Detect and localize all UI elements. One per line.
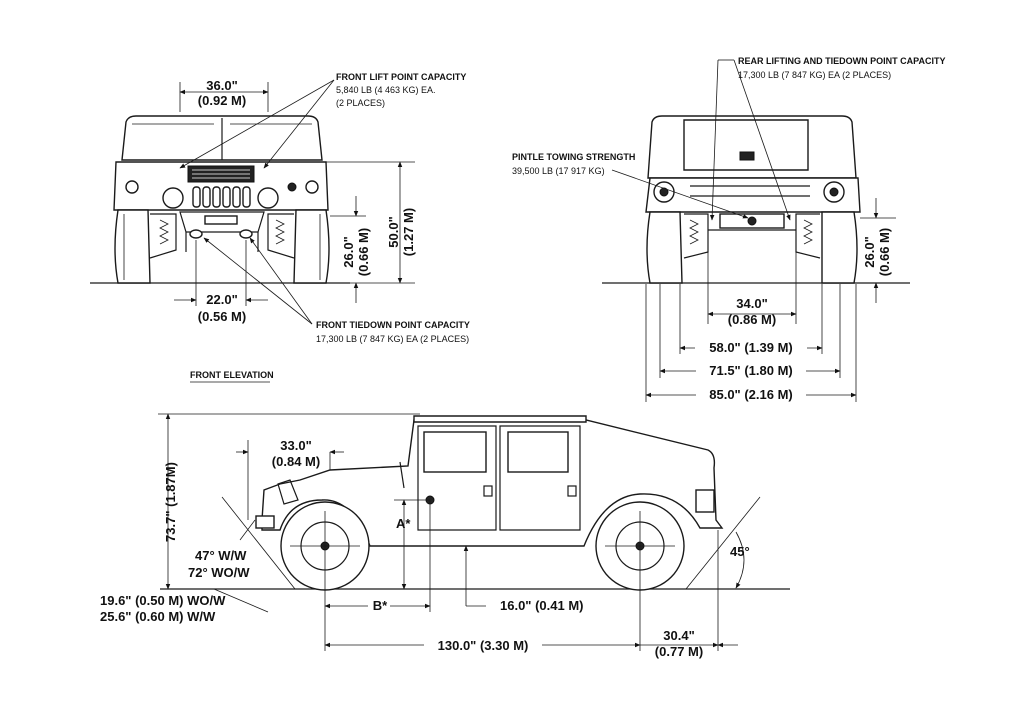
approach-angle-wow: 72° WO/W (188, 565, 250, 580)
front-lift-note-line2: 5,840 LB (4 463 KG) EA. (336, 85, 436, 95)
front-elevation-label: FRONT ELEVATION (190, 370, 274, 380)
bumper-height-wow: 19.6" (0.50 M) WO/W (100, 593, 226, 608)
side-overall-height: 73.7" (1.87M) (163, 462, 178, 542)
front-headlight-right (257, 187, 279, 209)
front-tiedown-note-line1: FRONT TIEDOWN POINT CAPACITY (316, 320, 470, 330)
front-tiedown-spacing-in: 22.0" (206, 292, 237, 307)
side-front-window (423, 431, 487, 473)
rear-clearance-m: (0.66 M) (877, 228, 892, 276)
front-wheel-right (293, 209, 330, 284)
front-suspension-springs (159, 219, 285, 245)
side-front-bumper (255, 515, 275, 529)
rear-track-71: 71.5" (1.80 M) (709, 363, 792, 378)
front-width-top-m: (0.92 M) (198, 93, 246, 108)
departure-angle: 45° (730, 544, 750, 559)
rear-overall-width-85: 85.0" (2.16 M) (709, 387, 792, 402)
front-view: 36.0" (0.92 M) FRONT LIFT POINT CAPACITY… (90, 72, 470, 383)
bumper-height-ww: 25.6" (0.60 M) W/W (100, 609, 216, 624)
side-hood-m: (0.84 M) (272, 454, 320, 469)
front-width-top-in: 36.0" (206, 78, 237, 93)
side-hood-in: 33.0" (280, 438, 311, 453)
front-grille-slots (192, 186, 251, 208)
side-front-door (417, 425, 497, 531)
rear-axle-width-in: 34.0" (736, 296, 767, 311)
rear-axle-width-m: (0.86 M) (728, 312, 776, 327)
rear-wheel-left (646, 211, 683, 284)
front-wheel-left (114, 209, 151, 284)
rear-overhang-in: 30.4" (663, 628, 694, 643)
front-height-m: (1.27 M) (401, 208, 416, 256)
front-tiedown-note-line2: 17,300 LB (7 847 KG) EA (2 PLACES) (316, 334, 469, 344)
front-clearance-m: (0.66 M) (356, 228, 371, 276)
pintle-note-line2: 39,500 LB (17 917 KG) (512, 166, 605, 176)
rear-wheel-right (821, 211, 858, 284)
rear-clearance-in: 26.0" (862, 236, 877, 267)
side-wheelbase: 130.0" (3.30 M) (438, 638, 529, 653)
rear-overhang-m: (0.77 M) (655, 644, 703, 659)
front-lift-note-line3: (2 PLACES) (336, 98, 385, 108)
approach-angle-ww: 47° W/W (195, 548, 247, 563)
front-clearance-in: 26.0" (341, 236, 356, 267)
pintle-note-line1: PINTLE TOWING STRENGTH (512, 152, 635, 162)
dimension-b-mark: B* (373, 598, 388, 613)
front-headlight-left (162, 187, 184, 209)
side-ground-clearance: 16.0" (0.41 M) (500, 598, 583, 613)
dimension-a-mark: A* (396, 516, 411, 531)
rear-lift-note-line2: 17,300 LB (7 847 KG) EA (2 PLACES) (738, 70, 891, 80)
side-view: 73.7" (1.87M) 33.0" (0.84 M) 47° W/W 72°… (100, 413, 790, 659)
side-tail-light (695, 489, 715, 513)
side-roof (413, 415, 587, 423)
side-rear-door (499, 425, 581, 531)
front-height-in: 50.0" (386, 216, 401, 247)
front-tiedown-spacing-m: (0.56 M) (198, 309, 246, 324)
side-rear-window (507, 431, 569, 473)
front-lift-note-line1: FRONT LIFT POINT CAPACITY (336, 72, 466, 82)
rear-lift-note-line1: REAR LIFTING AND TIEDOWN POINT CAPACITY (738, 56, 946, 66)
side-body (261, 419, 724, 547)
rear-track-58: 58.0" (1.39 M) (709, 340, 792, 355)
rear-view: REAR LIFTING AND TIEDOWN POINT CAPACITY … (512, 56, 946, 402)
